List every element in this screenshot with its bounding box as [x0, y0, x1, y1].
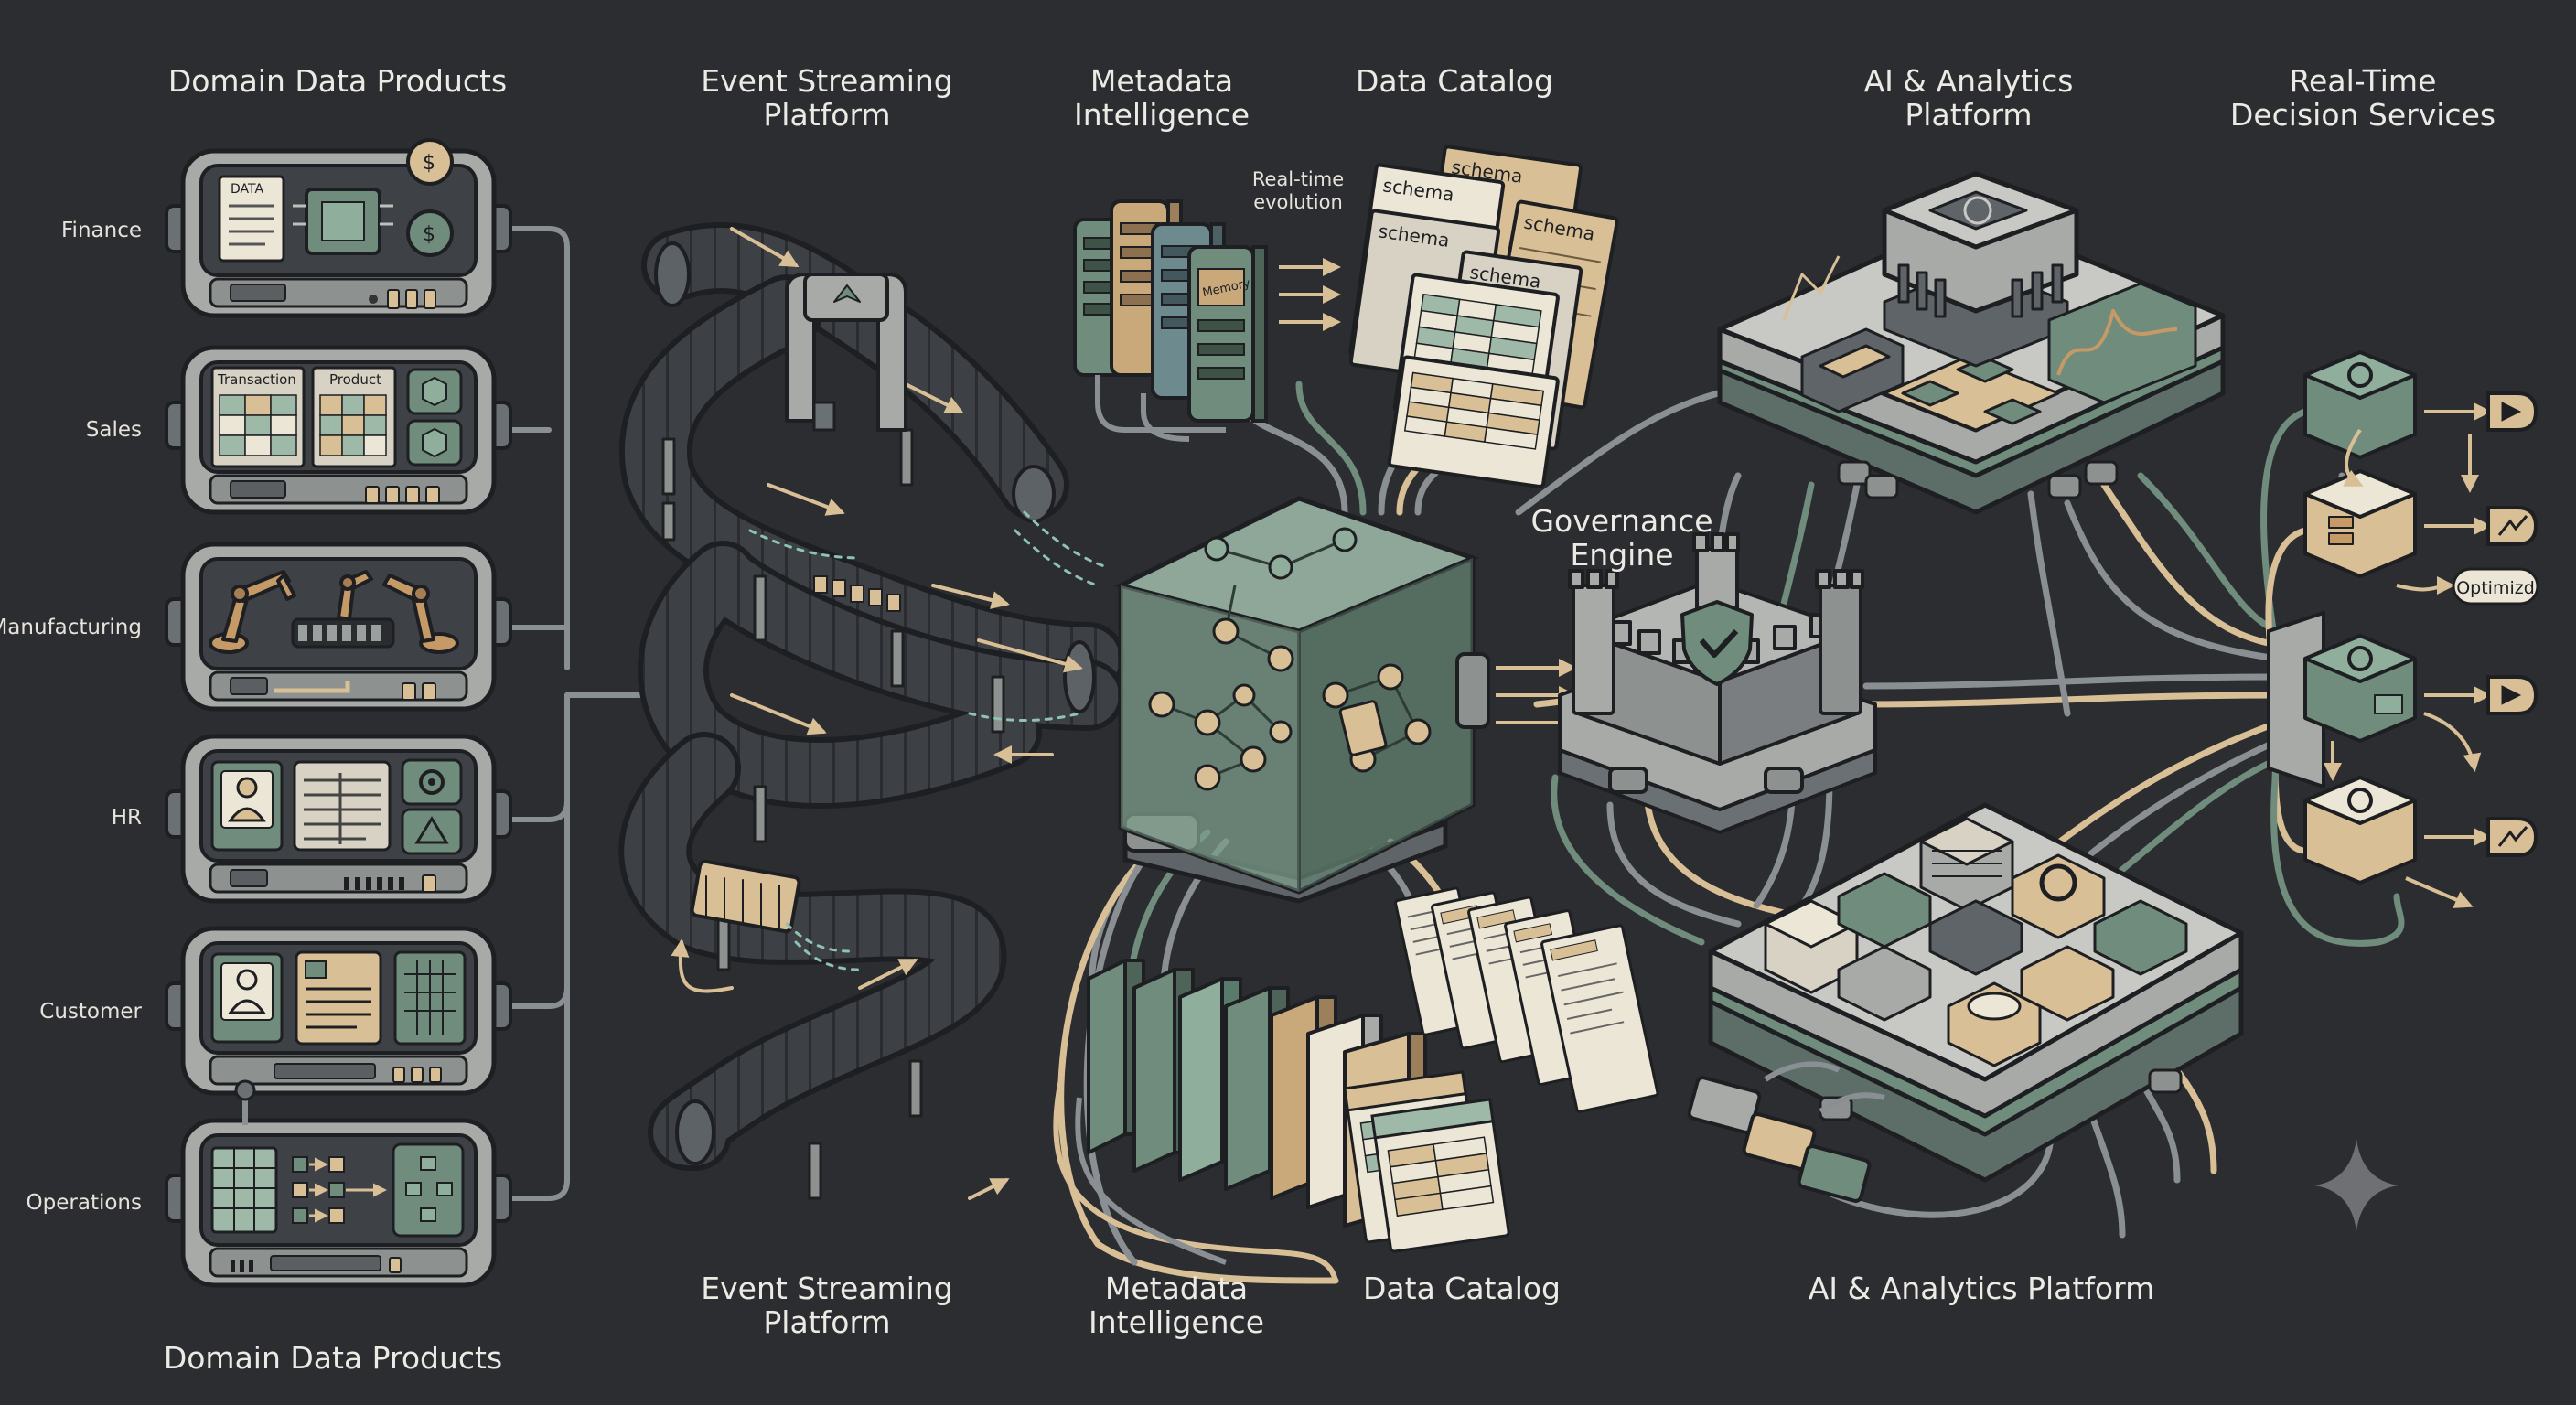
governance-engine-title-line1: Governance: [1530, 504, 1712, 538]
metadata-servers-top: Memory: [1075, 201, 1266, 439]
domain-device-finance: DATA $ $: [166, 140, 510, 316]
ai-analytics-title-top-line2: Platform: [1864, 98, 2074, 132]
decision-cube-1: [2305, 352, 2415, 457]
domain-label-customer: Customer: [39, 1000, 142, 1024]
domain-device-hr: [166, 736, 510, 901]
realtime-evolution-note-line2: evolution: [1252, 191, 1344, 214]
governance-engine-title-line2: Engine: [1530, 538, 1712, 572]
decision-cube-2: [2305, 471, 2415, 576]
metadata-title-top-line2: Intelligence: [1074, 98, 1250, 132]
event-streaming-title-top-line1: Event Streaming: [701, 64, 952, 98]
svg-text:$: $: [423, 223, 435, 246]
domain-connector-cables: [494, 229, 640, 1198]
metadata-flow-arrows: [1279, 267, 1337, 322]
domain-label-hr: HR: [112, 806, 142, 830]
decision-outputs: [2488, 393, 2536, 855]
data-catalog-title-top: Data Catalog: [1356, 64, 1553, 98]
event-streaming-title-top-line2: Platform: [701, 98, 952, 132]
domain-products-title-top: Domain Data Products: [168, 64, 507, 98]
sales-tab-product: Product: [329, 371, 381, 388]
decision-services: Optimizd: [2269, 352, 2538, 906]
domain-label-finance: Finance: [61, 219, 142, 242]
decision-cube-3: [2305, 636, 2415, 741]
schema-cards-bottom: [1345, 1072, 1509, 1252]
data-catalog-title-bottom: Data Catalog: [1363, 1271, 1561, 1305]
sparkle-icon: [2314, 1139, 2399, 1231]
central-data-hub: [1121, 499, 1488, 901]
optimized-badge-text: Optimizd: [2456, 578, 2535, 598]
governance-engine: [1560, 534, 1875, 832]
decision-services-title: Real-Time Decision Services: [2230, 64, 2496, 132]
sales-tab-transaction: Transaction: [217, 371, 296, 388]
metadata-title-top-line1: Metadata: [1074, 64, 1250, 98]
metadata-title-bottom: Metadata Intelligence: [1089, 1271, 1264, 1339]
governance-engine-title: Governance Engine: [1530, 504, 1712, 572]
metadata-title-bottom-line1: Metadata: [1089, 1271, 1264, 1305]
decision-services-title-line2: Decision Services: [2230, 98, 2496, 132]
schema-cards-top: schema schema schema schema schema: [1350, 146, 1618, 487]
stream-gantry: [787, 274, 906, 430]
ai-analytics-title-top: AI & Analytics Platform: [1864, 64, 2074, 132]
domain-label-operations: Operations: [27, 1191, 142, 1215]
domain-label-sales: Sales: [86, 418, 142, 442]
domain-products-title-bottom: Domain Data Products: [164, 1341, 502, 1375]
ai-analytics-title-bottom: AI & Analytics Platform: [1809, 1271, 2155, 1305]
metadata-title-top: Metadata Intelligence: [1074, 64, 1250, 132]
realtime-evolution-note-line1: Real-time: [1252, 168, 1344, 191]
domain-device-customer: [166, 928, 510, 1093]
decision-services-title-line1: Real-Time: [2230, 64, 2496, 98]
decision-cube-4: [2305, 778, 2415, 883]
svg-text:$: $: [423, 152, 435, 175]
event-streaming-title-bottom-line1: Event Streaming: [701, 1271, 952, 1305]
domain-data-products: DATA $ $ Transaction Product: [166, 140, 510, 1285]
domain-device-operations: [166, 1121, 510, 1285]
event-streaming-conveyors: [655, 229, 1107, 1198]
ai-analytics-title-top-line1: AI & Analytics: [1864, 64, 2074, 98]
event-streaming-title-bottom-line2: Platform: [701, 1305, 952, 1339]
metadata-title-bottom-line2: Intelligence: [1089, 1305, 1264, 1339]
domain-label-manufacturing: Manufacturing: [0, 616, 142, 639]
event-streaming-title-bottom: Event Streaming Platform: [701, 1271, 952, 1339]
event-streaming-title-top: Event Streaming Platform: [701, 64, 952, 132]
domain-device-sales: Transaction Product: [166, 348, 510, 512]
domain-device-manufacturing: [166, 544, 510, 709]
finance-data-tag: DATA: [231, 182, 263, 197]
realtime-evolution-note: Real-time evolution: [1252, 168, 1344, 214]
